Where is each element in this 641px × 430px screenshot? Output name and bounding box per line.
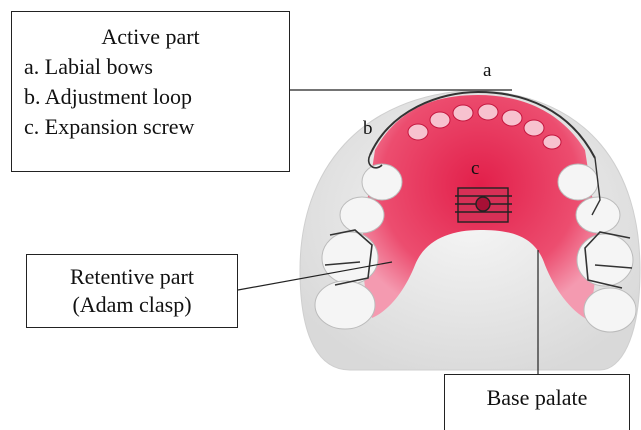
retentive-part-box: Retentive part (Adam clasp): [26, 254, 238, 328]
expansion-screw: [455, 188, 512, 222]
marker-b: b: [363, 118, 373, 140]
active-item-expansion-screw: c. Expansion screw: [24, 112, 289, 142]
active-part-box: Active part a. Labial bows b. Adjustment…: [11, 11, 290, 172]
retentive-line2: (Adam clasp): [27, 291, 237, 319]
marker-a: a: [483, 60, 491, 82]
active-item-labial-bows: a. Labial bows: [24, 52, 289, 82]
base-palate-label: Base palate: [487, 385, 588, 410]
active-part-title: Active part: [24, 22, 289, 52]
marker-c: c: [471, 158, 479, 180]
retentive-line1: Retentive part: [27, 263, 237, 291]
base-palate-box: Base palate: [444, 374, 630, 430]
active-item-adjustment-loop: b. Adjustment loop: [24, 82, 289, 112]
